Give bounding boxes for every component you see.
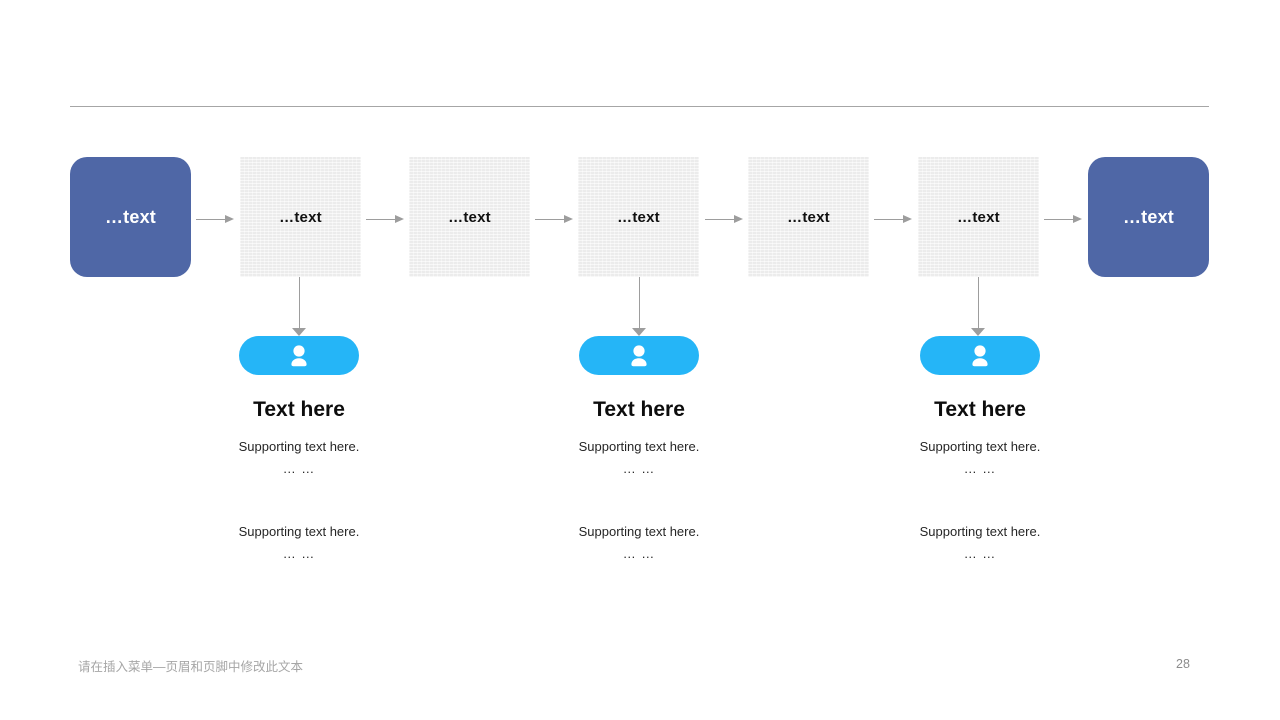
supporting-text: Supporting text here. [919, 524, 1041, 540]
supporting-text: Supporting text here. [238, 439, 360, 455]
supporting-ellipsis: … … [622, 461, 656, 477]
process-connector-arrow-3 [535, 215, 573, 224]
supporting-ellipsis: … … [622, 546, 656, 562]
supporting-text: Supporting text here. [578, 524, 700, 540]
header-divider-rule [70, 106, 1209, 107]
supporting-block: Supporting text here. … … [159, 525, 439, 560]
process-node-step-3[interactable]: …text [578, 157, 699, 277]
process-node-label: …text [617, 208, 660, 226]
arrow-head-icon [903, 215, 912, 223]
detail-column-2: Text here Supporting text here. … … Supp… [499, 336, 779, 560]
arrow-shaft [978, 277, 979, 328]
person-icon [972, 344, 988, 366]
person-icon [291, 344, 307, 366]
supporting-text: Supporting text here. [919, 439, 1041, 455]
detail-column-3: Text here Supporting text here. … … Supp… [840, 336, 1120, 560]
supporting-ellipsis: … … [282, 461, 316, 477]
drop-arrow-1 [292, 277, 307, 336]
process-connector-arrow-5 [874, 215, 912, 224]
process-node-step-5[interactable]: …text [918, 157, 1039, 277]
arrow-head-icon [734, 215, 743, 223]
supporting-ellipsis: … … [282, 546, 316, 562]
column-title: Text here [593, 398, 685, 421]
page-number: 28 [1176, 657, 1190, 671]
drop-arrow-3 [971, 277, 986, 336]
process-node-label: …text [1122, 207, 1174, 227]
process-node-step-4[interactable]: …text [748, 157, 869, 277]
process-node-label: …text [787, 208, 830, 226]
arrow-head-icon [292, 328, 306, 336]
process-node-label: …text [104, 207, 156, 227]
person-badge-1[interactable] [239, 336, 359, 375]
process-node-label: …text [279, 208, 322, 226]
process-node-end[interactable]: …text [1088, 157, 1209, 277]
supporting-block: Supporting text here. … … [840, 440, 1120, 475]
supporting-ellipsis: … … [963, 461, 997, 477]
process-chain: …text …text …text …text …text …text …tex… [0, 157, 1280, 277]
person-badge-2[interactable] [579, 336, 699, 375]
arrow-head-icon [1073, 215, 1082, 223]
supporting-block: Supporting text here. … … [499, 525, 779, 560]
column-title: Text here [253, 398, 345, 421]
arrow-head-icon [225, 215, 234, 223]
process-node-label: …text [448, 208, 491, 226]
column-title: Text here [934, 398, 1026, 421]
process-connector-arrow-1 [196, 215, 234, 224]
person-icon [631, 344, 647, 366]
process-node-step-1[interactable]: …text [240, 157, 361, 277]
process-node-step-2[interactable]: …text [409, 157, 530, 277]
drop-arrow-2 [632, 277, 647, 336]
person-badge-3[interactable] [920, 336, 1040, 375]
arrow-shaft [196, 219, 225, 220]
process-node-label: …text [957, 208, 1000, 226]
process-connector-arrow-2 [366, 215, 404, 224]
footer-placeholder-text: 请在插入菜单—页眉和页脚中修改此文本 [78, 660, 304, 674]
arrow-head-icon [971, 328, 985, 336]
supporting-text: Supporting text here. [238, 524, 360, 540]
arrow-shaft [535, 219, 564, 220]
arrow-shaft [705, 219, 734, 220]
detail-column-1: Text here Supporting text here. … … Supp… [159, 336, 439, 560]
process-connector-arrow-6 [1044, 215, 1082, 224]
supporting-block: Supporting text here. … … [840, 525, 1120, 560]
arrow-shaft [639, 277, 640, 328]
arrow-shaft [874, 219, 903, 220]
supporting-text: Supporting text here. [578, 439, 700, 455]
supporting-block: Supporting text here. … … [159, 440, 439, 475]
arrow-shaft [1044, 219, 1073, 220]
arrow-head-icon [564, 215, 573, 223]
arrow-shaft [299, 277, 300, 328]
supporting-block: Supporting text here. … … [499, 440, 779, 475]
arrow-head-icon [395, 215, 404, 223]
arrow-shaft [366, 219, 395, 220]
process-connector-arrow-4 [705, 215, 743, 224]
supporting-ellipsis: … … [963, 546, 997, 562]
arrow-head-icon [632, 328, 646, 336]
process-node-start[interactable]: …text [70, 157, 191, 277]
